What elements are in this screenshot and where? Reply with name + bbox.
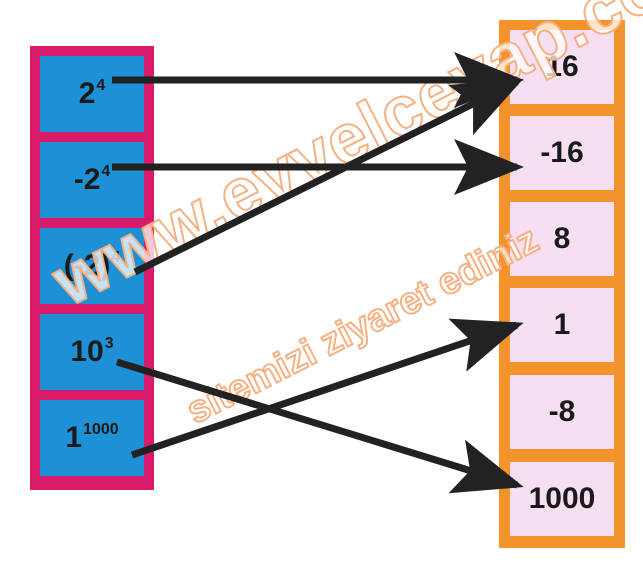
left-item-1-base: 2 xyxy=(78,77,96,110)
left-item-2-exponent: 4 xyxy=(101,163,111,180)
left-item-5-base: 1 xyxy=(65,421,83,454)
left-item-2-base: -2 xyxy=(73,163,101,196)
left-item-3-exponent: 4 xyxy=(111,249,121,266)
right-item-3: 8 xyxy=(510,202,614,276)
right-item-6: 1000 xyxy=(510,462,614,536)
right-item-5: -8 xyxy=(510,375,614,449)
left-item-4-base: 10 xyxy=(70,335,104,368)
left-item-3: (-2)4 xyxy=(40,228,144,304)
left-item-3-base: (-2) xyxy=(63,249,111,282)
right-item-2: -16 xyxy=(510,116,614,190)
arrow-paren-neg2pow4-to-16 xyxy=(133,78,524,276)
arrow-10pow3-to-1000 xyxy=(115,358,524,494)
arrow-1pow1000-to-1 xyxy=(130,318,524,459)
left-item-1-exponent: 4 xyxy=(96,77,106,94)
right-item-1: 16 xyxy=(510,30,614,104)
left-item-4-exponent: 3 xyxy=(104,335,114,352)
left-item-5-exponent: 1000 xyxy=(83,421,119,438)
right-item-4: 1 xyxy=(510,288,614,362)
